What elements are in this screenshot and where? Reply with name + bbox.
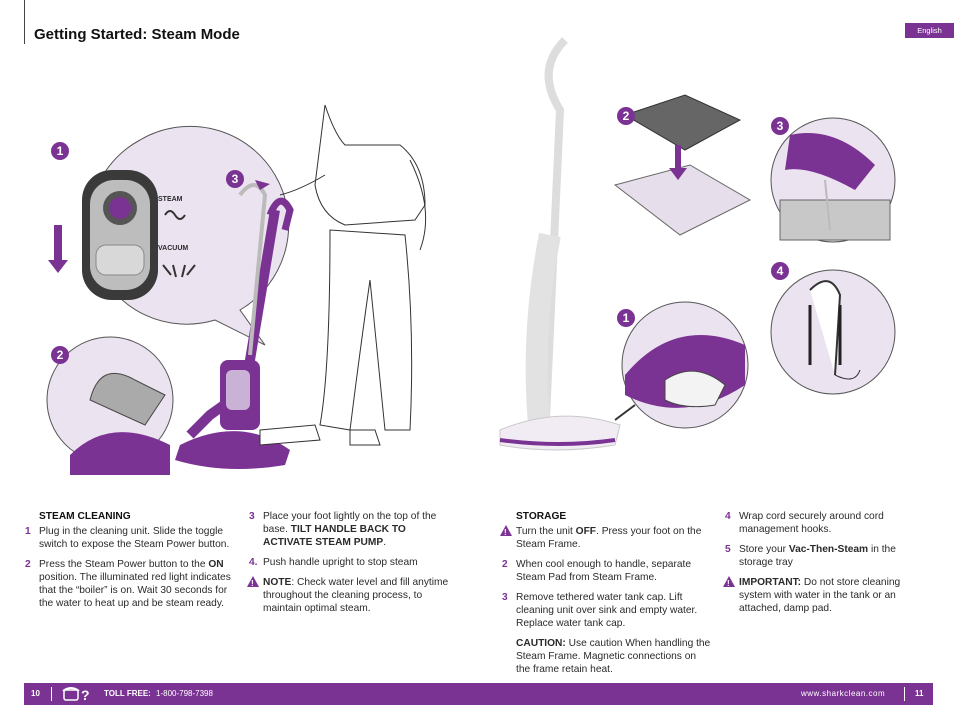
steam-cleaning-col-1: STEAM CLEANING 1 Plug in the cleaning un… bbox=[25, 510, 235, 617]
step-text: position. The illuminated red light indi… bbox=[39, 572, 231, 609]
step-number: 3 bbox=[249, 511, 255, 522]
storage-step-2: 2 When cool enough to handle, separate S… bbox=[502, 558, 712, 584]
step-text: Store your bbox=[739, 544, 789, 555]
title-divider bbox=[24, 0, 25, 44]
warning-icon bbox=[500, 525, 512, 539]
storage-caution: CAUTION: Use caution When handling the S… bbox=[502, 637, 712, 676]
steam-cleaning-col-2: 3 Place your foot lightly on the top of … bbox=[247, 510, 449, 622]
page-number-right: 11 bbox=[915, 689, 924, 698]
caution-label: CAUTION: bbox=[516, 638, 566, 649]
right-badge-3: 3 bbox=[771, 117, 789, 135]
step-text: Wrap cord securely around cord managemen… bbox=[739, 511, 884, 535]
website-link[interactable]: www.sharkclean.com bbox=[801, 689, 886, 698]
right-badge-4: 4 bbox=[771, 262, 789, 280]
warning-icon bbox=[247, 576, 259, 590]
steam-step-4: 4. Push handle upright to stop steam bbox=[249, 556, 449, 569]
vacuum-mode-label: VACUUM bbox=[158, 245, 189, 252]
steam-note: NOTE: Check water level and fill anytime… bbox=[247, 576, 449, 615]
important-text: Do not store cleaning system with water … bbox=[739, 577, 901, 614]
storage-illustration bbox=[499, 37, 896, 451]
step-number: 4. bbox=[249, 557, 258, 568]
step-text: in the storage tray bbox=[739, 544, 896, 568]
right-badge-1: 1 bbox=[617, 309, 635, 327]
toll-free-label: TOLL FREE: bbox=[104, 689, 151, 698]
note-label: NOTE bbox=[263, 577, 292, 588]
step-text: . Press your foot on the Steam Frame. bbox=[516, 526, 702, 550]
toll-free-number[interactable]: 1-800-798-7398 bbox=[156, 689, 213, 698]
storage-step-5: 5 Store your Vac-Then-Steam in the stora… bbox=[725, 543, 930, 569]
phone-help-icon: ? bbox=[62, 685, 92, 703]
storage-step-3: 3 Remove tethered water tank cap. Lift c… bbox=[502, 591, 712, 630]
step-text: Turn the unit bbox=[516, 526, 576, 537]
step-number: 2 bbox=[502, 559, 508, 570]
language-tab[interactable]: English bbox=[905, 23, 954, 38]
steam-mode-illustration bbox=[46, 104, 427, 475]
steam-step-3: 3 Place your foot lightly on the top of … bbox=[249, 510, 449, 549]
step-bold: Vac-Then-Steam bbox=[788, 544, 869, 555]
step-number: 1 bbox=[25, 526, 31, 537]
page-title: Getting Started: Steam Mode bbox=[34, 26, 240, 43]
step-bold: OFF bbox=[575, 526, 597, 537]
step-number: 2 bbox=[25, 559, 31, 570]
storage-heading: STORAGE bbox=[516, 511, 567, 522]
step-text: Press the Steam Power button to the bbox=[39, 559, 209, 570]
storage-col-1: STORAGE Turn the unit OFF. Press your fo… bbox=[500, 510, 712, 683]
left-badge-2: 2 bbox=[51, 346, 69, 364]
right-badge-2: 2 bbox=[617, 107, 635, 125]
step-number: 5 bbox=[725, 544, 731, 555]
step-text: Place your foot lightly on the top of th… bbox=[263, 511, 437, 535]
caution-text: Use caution When handling the Steam Fram… bbox=[516, 638, 711, 675]
step-text: When cool enough to handle, separate Ste… bbox=[516, 559, 692, 583]
svg-text:?: ? bbox=[81, 687, 90, 703]
warning-icon bbox=[723, 576, 735, 590]
step-number: 4 bbox=[725, 511, 731, 522]
step-text: Plug in the cleaning unit. Slide the tog… bbox=[39, 526, 230, 550]
steam-cleaning-heading: STEAM CLEANING bbox=[39, 511, 131, 522]
step-number: 3 bbox=[502, 592, 508, 603]
steam-step-1: 1 Plug in the cleaning unit. Slide the t… bbox=[25, 525, 235, 551]
left-badge-3: 3 bbox=[226, 170, 244, 188]
page-number-left: 10 bbox=[31, 689, 40, 698]
left-illustration bbox=[30, 100, 470, 490]
footer-bar: 10 ? TOLL FREE: 1-800-798-7398 www.shark… bbox=[24, 683, 933, 705]
footer-divider bbox=[904, 687, 905, 701]
step-text: . bbox=[383, 537, 387, 548]
step-text: Remove tethered water tank cap. Lift cle… bbox=[516, 592, 698, 629]
right-illustration bbox=[495, 35, 905, 475]
step-bold: ON bbox=[208, 559, 224, 570]
steam-mode-label: STEAM bbox=[158, 196, 183, 203]
storage-col-2: 4 Wrap cord securely around cord managem… bbox=[723, 510, 930, 622]
storage-step-1: Turn the unit OFF. Press your foot on th… bbox=[500, 525, 712, 551]
storage-important: IMPORTANT: Do not store cleaning system … bbox=[723, 576, 930, 615]
note-text: : Check water level and fill anytime thr… bbox=[263, 577, 449, 614]
footer-divider bbox=[51, 687, 52, 701]
left-badge-1: 1 bbox=[51, 142, 69, 160]
step-text: Push handle upright to stop steam bbox=[263, 557, 418, 568]
important-label: IMPORTANT: bbox=[739, 577, 802, 588]
step-bold: TILT HANDLE BACK TO ACTIVATE STEAM PUMP bbox=[263, 524, 406, 548]
storage-step-4: 4 Wrap cord securely around cord managem… bbox=[725, 510, 930, 536]
steam-step-2: 2 Press the Steam Power button to the ON… bbox=[25, 558, 235, 610]
